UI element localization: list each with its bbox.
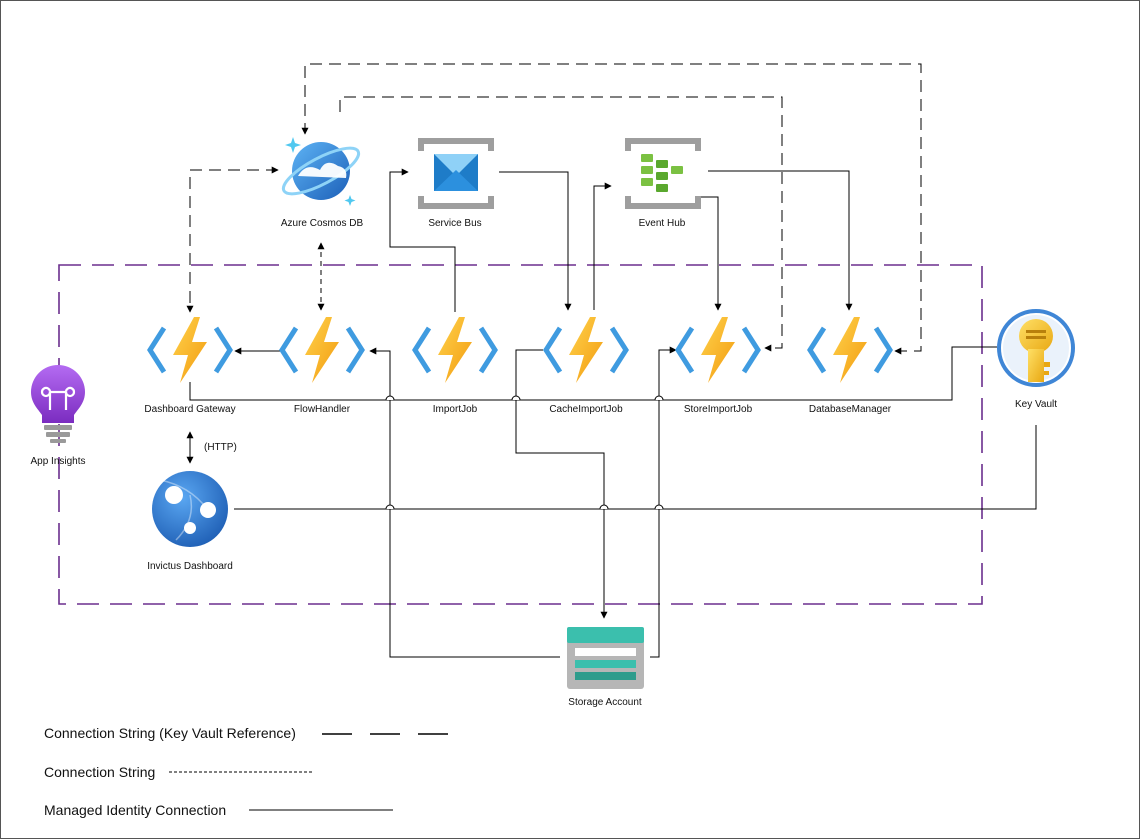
link-importjob-servicebus <box>389 168 456 312</box>
node-dashboard-gateway: Dashboard Gateway <box>144 317 236 415</box>
event-hub-label: Event Hub <box>639 218 686 229</box>
node-storage-account: Storage Account <box>567 627 644 708</box>
node-service-bus: Service Bus <box>418 138 494 229</box>
cosmos-db-label: Azure Cosmos DB <box>281 218 364 229</box>
key-vault-label: Key Vault <box>1015 399 1057 410</box>
link-cosmos-dashboard-gateway <box>186 166 279 313</box>
app-insights-icon <box>31 365 85 443</box>
key-vault-icon <box>997 309 1075 387</box>
node-key-vault: Key Vault <box>997 309 1075 410</box>
app-insights-label: App Insights <box>30 456 85 467</box>
link-databasemanager-cosmos <box>301 63 922 355</box>
link-eventhub-databasemanager <box>708 170 853 311</box>
cacheimportjob-label: CacheImportJob <box>549 404 623 415</box>
function-app-icon <box>810 317 890 383</box>
invictus-dashboard-label: Invictus Dashboard <box>147 561 233 572</box>
storeimportjob-label: StoreImportJob <box>684 404 753 415</box>
function-app-icon <box>678 317 758 383</box>
databasemanager-label: DatabaseManager <box>809 404 892 415</box>
function-app-icon <box>282 317 362 383</box>
legend-managed-identity-label: Managed Identity Connection <box>44 802 226 818</box>
node-flowhandler: FlowHandler <box>282 317 362 415</box>
function-app-icon <box>150 317 230 383</box>
web-app-icon <box>152 471 228 547</box>
storage-account-label: Storage Account <box>568 697 642 708</box>
legend-connection-string-label: Connection String <box>44 764 155 780</box>
link-keyvault-functions <box>189 346 997 401</box>
node-importjob: ImportJob <box>415 317 495 415</box>
node-databasemanager: DatabaseManager <box>809 317 892 415</box>
link-eventhub-storeimportjob <box>699 196 722 311</box>
function-app-icon <box>546 317 626 383</box>
link-storage-storeimportjob <box>650 346 677 658</box>
importjob-label: ImportJob <box>433 404 478 415</box>
http-label: (HTTP) <box>204 442 237 453</box>
node-cosmos-db: Azure Cosmos DB <box>281 137 364 229</box>
node-invictus-dashboard: Invictus Dashboard <box>147 471 233 572</box>
connectors <box>186 63 1037 658</box>
event-hub-icon <box>625 138 701 209</box>
node-app-insights: App Insights <box>30 365 86 467</box>
node-cacheimportjob: CacheImportJob <box>546 317 626 415</box>
link-cacheimportjob-storage <box>515 349 608 619</box>
link-servicebus-cacheimportjob <box>499 171 572 311</box>
node-storeimportjob: StoreImportJob <box>678 317 758 415</box>
cosmos-db-icon <box>281 137 361 206</box>
storage-account-icon <box>567 627 644 689</box>
link-storage-flowhandler <box>369 347 560 658</box>
link-cosmos-storeimportjob <box>339 96 783 352</box>
flowhandler-label: FlowHandler <box>294 404 351 415</box>
legend: Connection String (Key Vault Reference) … <box>44 725 448 818</box>
legend-kv-reference-label: Connection String (Key Vault Reference) <box>44 725 296 741</box>
dashboard-gateway-label: Dashboard Gateway <box>144 404 235 415</box>
link-invictus-keyvault <box>234 425 1037 510</box>
function-app-icon <box>415 317 495 383</box>
service-bus-label: Service Bus <box>428 218 481 229</box>
service-bus-icon <box>418 138 494 209</box>
node-event-hub: Event Hub <box>625 138 701 229</box>
resource-boundary <box>58 264 983 605</box>
link-cacheimportjob-eventhub <box>593 182 612 310</box>
